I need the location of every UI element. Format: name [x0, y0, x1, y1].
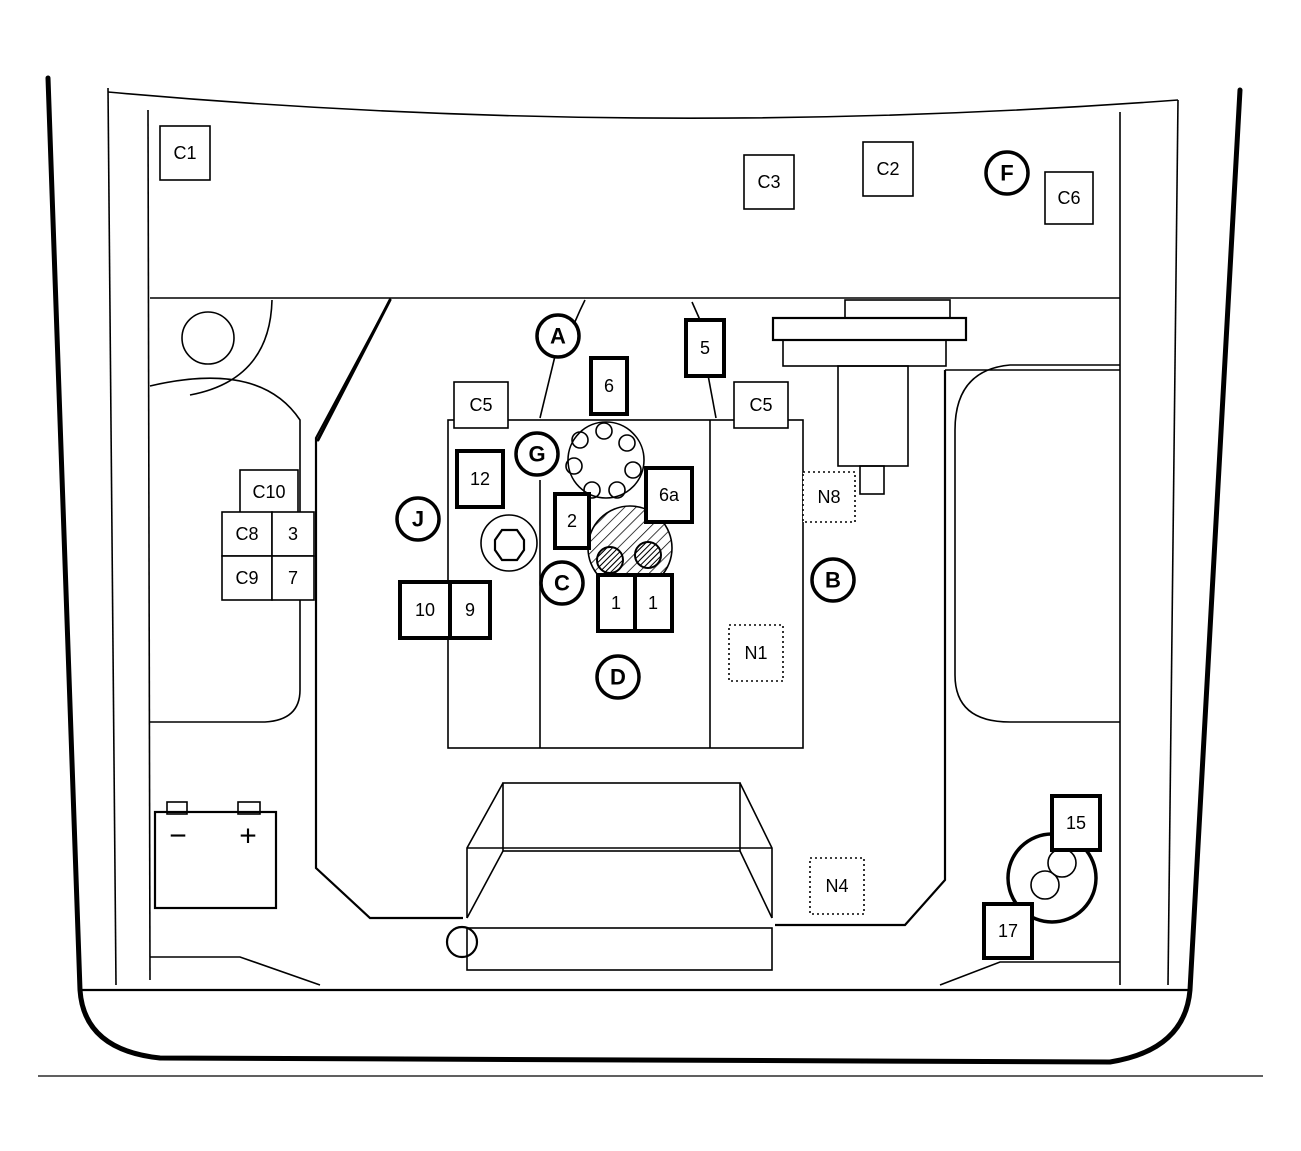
component-12-label: 12 [470, 469, 490, 489]
component-1-right[interactable]: 1 [633, 573, 674, 633]
ground-n1[interactable]: N1 [728, 624, 784, 682]
connector-c5-right[interactable]: C5 [733, 381, 789, 429]
pump-hatched [587, 505, 673, 591]
component-3[interactable]: 3 [271, 511, 315, 557]
connector-c8-label: C8 [235, 524, 258, 544]
location-d[interactable]: D [595, 654, 641, 700]
connector-c3-label: C3 [757, 172, 780, 192]
left-panel [149, 299, 321, 986]
connector-c3[interactable]: C3 [743, 154, 795, 210]
component-17-label: 17 [998, 921, 1018, 941]
location-f-label: F [1000, 161, 1013, 186]
radiator [445, 782, 773, 971]
location-d-label: D [610, 665, 626, 690]
connector-c9-label: C9 [235, 568, 258, 588]
component-9-label: 9 [465, 600, 475, 620]
connector-c2-label: C2 [876, 159, 899, 179]
component-5-label: 5 [700, 338, 710, 358]
component-5[interactable]: 5 [684, 318, 726, 378]
location-a-label: A [550, 324, 566, 349]
connector-c10-label: C10 [252, 482, 285, 502]
component-1-left[interactable]: 1 [596, 573, 637, 633]
connector-c9[interactable]: C9 [221, 555, 273, 601]
component-10[interactable]: 10 [398, 580, 452, 640]
component-15-label: 15 [1066, 813, 1086, 833]
component-17[interactable]: 17 [982, 902, 1034, 960]
location-j[interactable]: J [395, 496, 441, 542]
component-12[interactable]: 12 [455, 449, 505, 509]
component-2[interactable]: 2 [553, 492, 591, 550]
battery: − + [153, 801, 278, 910]
distributor [565, 421, 645, 499]
engine-compartment [314, 298, 1120, 927]
connector-c2[interactable]: C2 [862, 141, 914, 197]
ground-n4-label: N4 [825, 876, 848, 896]
ground-n4[interactable]: N4 [809, 857, 865, 915]
battery-negative-terminal: − [169, 820, 187, 853]
component-2-label: 2 [567, 511, 577, 531]
location-f[interactable]: F [984, 150, 1030, 196]
location-b[interactable]: B [810, 557, 856, 603]
location-g-label: G [528, 442, 545, 467]
location-g[interactable]: G [514, 431, 560, 477]
connector-c1[interactable]: C1 [159, 125, 211, 181]
ground-n8-label: N8 [817, 487, 840, 507]
location-a[interactable]: A [535, 313, 581, 359]
connector-c8[interactable]: C8 [221, 511, 273, 557]
connector-c5-left-label: C5 [469, 395, 492, 415]
component-7-label: 7 [288, 568, 298, 588]
vehicle-outline [45, 75, 1243, 1065]
location-c-label: C [554, 571, 570, 596]
location-j-label: J [412, 507, 424, 532]
location-c[interactable]: C [539, 560, 585, 606]
component-9[interactable]: 9 [448, 580, 492, 640]
oil-filler [480, 514, 538, 572]
connector-c5-right-label: C5 [749, 395, 772, 415]
ground-n8[interactable]: N8 [802, 471, 856, 523]
location-b-label: B [825, 568, 841, 593]
component-6a-label: 6a [659, 485, 680, 505]
connector-c6-label: C6 [1057, 188, 1080, 208]
component-7[interactable]: 7 [271, 555, 315, 601]
connector-c6[interactable]: C6 [1044, 171, 1094, 225]
component-1-left-label: 1 [611, 593, 621, 613]
connector-c5-left[interactable]: C5 [453, 381, 509, 429]
component-1-right-label: 1 [648, 593, 658, 613]
battery-positive-terminal: + [239, 820, 257, 853]
component-10-label: 10 [415, 600, 435, 620]
component-6a[interactable]: 6a [644, 466, 694, 524]
component-6[interactable]: 6 [589, 356, 629, 416]
connector-c10[interactable]: C10 [239, 469, 299, 515]
air-intake [771, 299, 968, 495]
component-3-label: 3 [288, 524, 298, 544]
component-6-label: 6 [604, 376, 614, 396]
connector-c1-label: C1 [173, 143, 196, 163]
ground-n1-label: N1 [744, 643, 767, 663]
component-15[interactable]: 15 [1050, 794, 1102, 852]
